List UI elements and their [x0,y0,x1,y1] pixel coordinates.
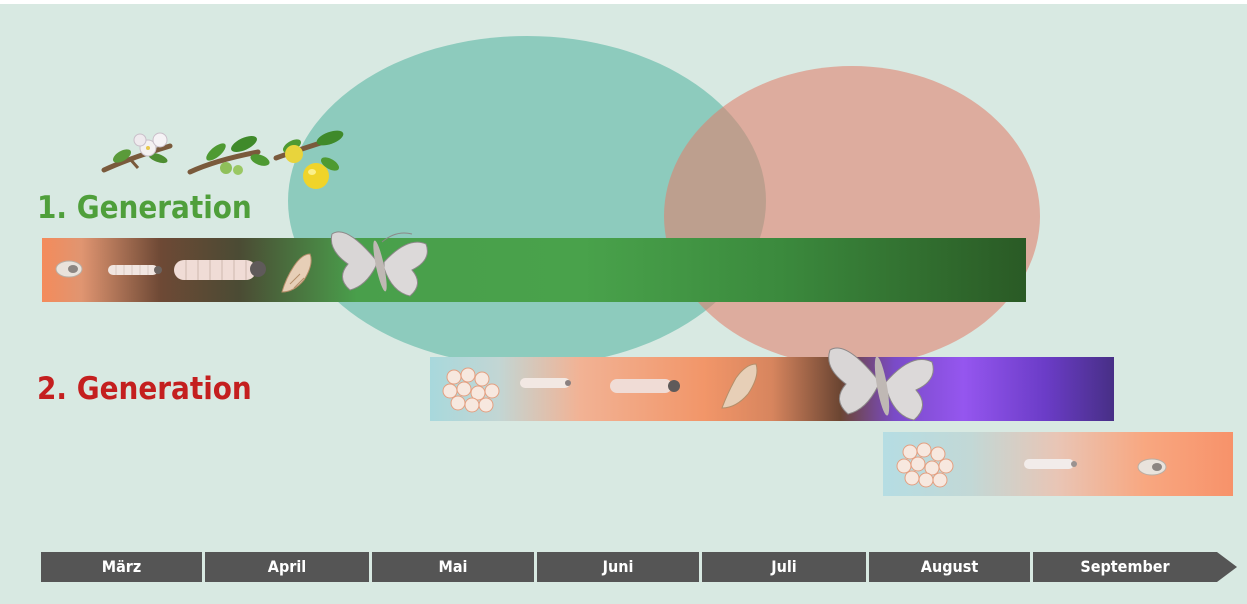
small-larva-icon [518,375,572,391]
month-label: Juli [702,552,866,582]
apple-blossom-icon [100,128,180,178]
large-larva-icon [608,375,682,397]
top-border [0,0,1247,4]
pupa-icon [276,250,316,294]
large-larva-icon [172,255,268,285]
moth-icon [326,220,436,302]
young-fruit-branch-icon [186,130,270,182]
red-period-ellipse [664,66,1040,366]
generation-2-title: 2. Generation [37,371,252,407]
month-label: April [205,552,369,582]
cocoon-icon [1136,456,1170,478]
egg-cluster-icon [894,440,958,490]
ripening-apple-branch-icon [272,128,348,192]
moth-icon [822,334,942,426]
egg-cluster-icon [440,365,500,415]
larva-icon [1022,456,1078,472]
generation-1-title: 1. Generation [37,190,252,226]
month-timeline: März April Mai Juni Juli August Septembe… [41,552,1237,582]
small-larva-icon [106,262,162,278]
pupa-icon [716,360,762,410]
month-label: September [1033,552,1217,582]
month-label: Juni [537,552,699,582]
month-label: August [869,552,1030,582]
month-label: März [41,552,202,582]
pupa-cocoon-icon [54,258,84,280]
month-label: Mai [372,552,534,582]
